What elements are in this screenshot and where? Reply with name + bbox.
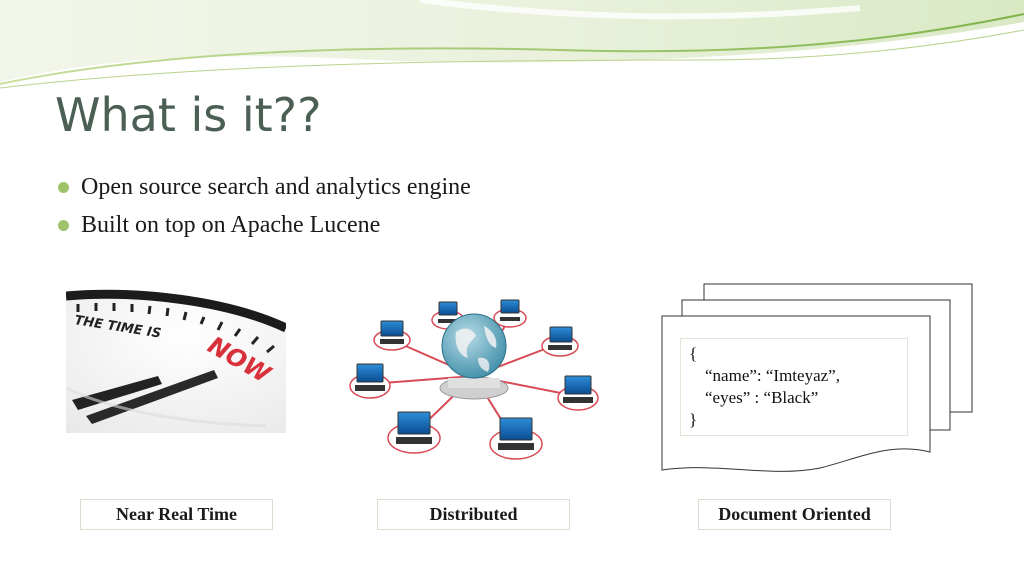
json-line: “eyes” : “Black” — [705, 388, 819, 407]
caption-distributed: Distributed — [377, 499, 570, 530]
caption-document-oriented: Document Oriented — [698, 499, 891, 530]
caption-near-real-time: Near Real Time — [80, 499, 273, 530]
bullet-item: Built on top on Apache Lucene — [58, 206, 471, 244]
bullet-list: Open source search and analytics engine … — [58, 168, 471, 244]
computer-icon — [373, 320, 411, 351]
computer-icon — [493, 299, 527, 328]
bullet-text: Open source search and analytics engine — [81, 174, 471, 200]
header-wave-decoration — [0, 0, 1024, 89]
bullet-text: Built on top on Apache Lucene — [81, 212, 381, 238]
bullet-icon — [58, 219, 69, 231]
json-line: “name”: “Imteyaz”, — [705, 366, 840, 385]
json-line: { — [689, 344, 698, 363]
globe-icon — [439, 313, 509, 400]
computer-icon — [489, 417, 543, 460]
json-line: } — [689, 410, 698, 429]
network-illustration — [349, 299, 599, 460]
bullet-item: Open source search and analytics engine — [58, 168, 471, 206]
json-document-box: { “name”: “Imteyaz”, “eyes” : “Black” } — [680, 338, 908, 436]
slide-title: What is it?? — [55, 88, 322, 142]
bullet-icon — [58, 181, 69, 193]
computer-icon — [349, 363, 391, 399]
computer-icon — [541, 326, 579, 357]
computer-icon — [387, 411, 441, 454]
computer-icon — [557, 375, 599, 411]
clock-illustration: THE TIME IS NOW — [66, 289, 286, 433]
